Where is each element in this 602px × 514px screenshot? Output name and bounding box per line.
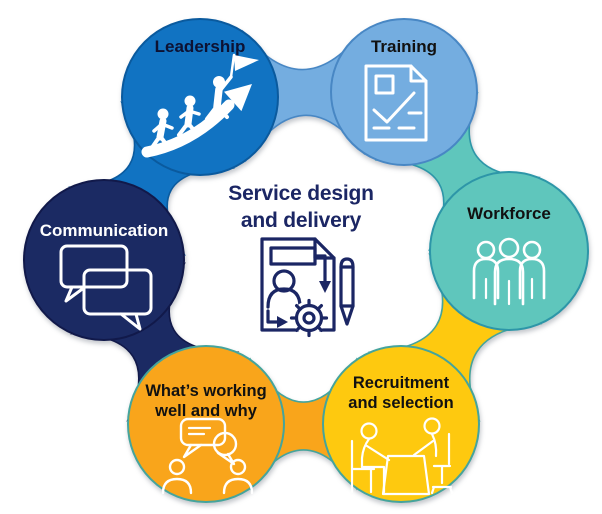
recruitment-label-line2: and selection: [348, 394, 453, 412]
leadership-label: Leadership: [155, 37, 246, 56]
center-title-line1: Service design: [228, 182, 373, 205]
team-climbing-arrow-flag-icon: [141, 53, 259, 158]
chat-bubbles-icon: [59, 244, 153, 331]
training-label: Training: [371, 37, 437, 56]
whats-working-label-line1: What’s working: [145, 382, 266, 400]
center-title-line2: and delivery: [241, 209, 362, 232]
communication-label: Communication: [40, 221, 168, 240]
document-gear-pencil-icon: [260, 237, 355, 338]
recruitment-label-line1: Recruitment: [353, 374, 450, 392]
interview-at-desk-icon: [350, 417, 454, 496]
petal-circle-whats-working: [127, 345, 285, 503]
petal-circle-recruitment: [322, 345, 480, 503]
center-hub: Service design and delivery: [228, 182, 374, 338]
three-people-icon: [472, 237, 546, 306]
workforce-label: Workforce: [467, 204, 551, 223]
petal-circle-communication: [23, 179, 185, 341]
whats-working-label-line2: well and why: [154, 402, 258, 420]
two-people-speech-bubbles-icon: [161, 417, 254, 495]
checklist-document-icon: [364, 64, 428, 142]
petal-circle-workforce: [429, 171, 589, 331]
